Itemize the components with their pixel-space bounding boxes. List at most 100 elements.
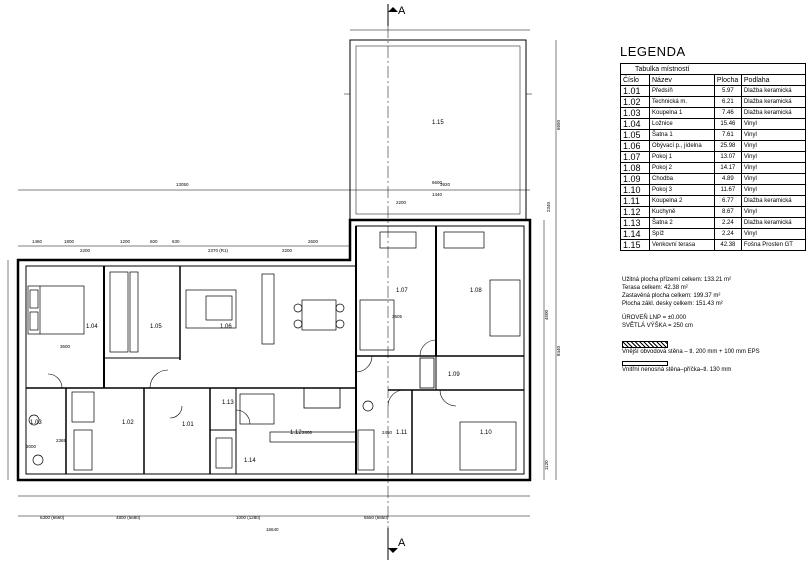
room-label-1.11: 1.11 (396, 430, 408, 436)
inner-wall-text: Vnitřní nenosná stěna–příčka–tl. 130 mm (622, 367, 732, 373)
room-label-1.02: 1.02 (122, 420, 134, 426)
room-name: Koupelna 2 (649, 195, 715, 207)
washbasin-icon (28, 414, 40, 426)
bed-room1-icon (359, 299, 395, 351)
dim-overall-bottom: 16640 (266, 527, 279, 532)
col-number: Číslo (620, 74, 650, 86)
area-summary: Užitná plocha přízemí celkem: 133.21 m² … (622, 276, 760, 374)
room-floor: Dlažba keramická (740, 195, 807, 207)
col-name: Název (649, 74, 715, 86)
dim-misc-8: 1440 (432, 192, 443, 197)
building-outline (16, 218, 532, 482)
room-name: Pokoj 3 (649, 184, 715, 196)
room-name: Pokoj 2 (649, 162, 715, 174)
interior-walls (26, 226, 524, 474)
section-label-top: A (398, 5, 406, 17)
room-label-1.07: 1.07 (396, 288, 408, 294)
room-label-1.14: 1.14 (244, 458, 256, 464)
legend-title: LEGENDA (620, 44, 686, 59)
room-table: Tabulka místností Číslo Název Plocha Pod… (620, 63, 807, 251)
room-name: Technická m. (649, 96, 715, 108)
room-area: 6.77 (713, 195, 742, 207)
dim-right-3: 1120 (544, 460, 549, 470)
slab-area: Plocha zákl. desky celkem: 151.43 m² (622, 301, 723, 307)
room-floor: Dlažba keramická (740, 217, 807, 229)
dim-terrace-width: 6600 (432, 180, 443, 185)
dim-misc-6: 2800 (302, 430, 313, 435)
dim-terrace-depth: 6650 (556, 119, 561, 130)
furniture (27, 231, 521, 471)
room-name: Spíž (649, 228, 715, 240)
dim-top-3: 1200 (120, 239, 131, 244)
room-number: 1.01 (620, 85, 650, 97)
outer-wall-text: Vnější obvodová stěna – tl. 200 mm + 100… (622, 349, 760, 355)
room-floor: Fošna Prosten GT (740, 239, 807, 251)
room-name: Předsíň (649, 85, 715, 97)
room-name: Obývací p., jídelna (649, 140, 715, 152)
double-bed-icon (27, 285, 85, 335)
bathtub-icon (357, 429, 375, 471)
toilet-icon (362, 400, 374, 412)
room-name: Šatna 1 (649, 129, 715, 141)
dim-right-0: 2340 (546, 201, 551, 212)
dim-top-1: 1800 (64, 239, 75, 244)
bed-room3-icon (459, 421, 517, 471)
door-swings (47, 339, 457, 425)
room-label-1.09: 1.09 (448, 372, 460, 378)
room-number: 1.05 (620, 129, 650, 141)
room-number: 1.13 (620, 217, 650, 229)
room-label-1.12: 1.12 (290, 430, 302, 436)
terrace-area: Terasa celkem: 42.38 m² (622, 285, 688, 291)
room-table-caption: Tabulka místností (620, 63, 806, 75)
room-label-1.04: 1.04 (86, 324, 98, 330)
legend-panel: LEGENDA Tabulka místností Číslo Název Pl… (620, 44, 810, 251)
room-name: Pokoj 1 (649, 151, 715, 163)
bathtub-icon (73, 429, 93, 471)
sofa-icon (185, 289, 237, 329)
room-floor: Vinyl (740, 162, 807, 174)
section-mark-bottom: A (387, 528, 406, 560)
dim-misc-4: 3000 (26, 444, 37, 449)
room-area: 5.97 (713, 85, 742, 97)
room-name: Koupelna 1 (649, 107, 715, 119)
dim-misc-3: 3505 (392, 314, 403, 319)
room-number: 1.11 (620, 195, 650, 207)
room-area: 11.67 (713, 184, 742, 196)
dimension-lines (7, 29, 557, 517)
dim-top-2: 2200 (80, 248, 91, 253)
room-floor: Dlažba keramická (740, 85, 807, 97)
col-area: Plocha (713, 74, 742, 86)
shelving-icon (239, 393, 275, 425)
room-number: 1.14 (620, 228, 650, 240)
room-floor: Dlažba keramická (740, 96, 807, 108)
room-area: 7.46 (713, 107, 742, 119)
room-area: 42.38 (713, 239, 742, 251)
dim-misc-7: 2450 (382, 430, 393, 435)
room-name: Kuchyně (649, 206, 715, 218)
clear-height: SVĚTLÁ VÝŠKA = 250 cm (622, 323, 693, 329)
room-labels: 1.01 1.02 1.03 1.04 1.05 1.06 1.07 1.08 … (30, 120, 492, 464)
toilet-icon (32, 454, 44, 466)
col-floor: Podlaha (740, 74, 807, 86)
room-name: Ložnice (649, 118, 715, 130)
desk-icon (443, 231, 485, 249)
room-floor: Vinyl (740, 173, 807, 185)
dim-right-2: 8440 (556, 345, 561, 356)
section-label-bottom: A (398, 537, 406, 549)
room-floor: Vinyl (740, 118, 807, 130)
room-label-1.06: 1.06 (220, 324, 232, 330)
room-label-1.13: 1.13 (222, 400, 234, 406)
kitchen-counter (269, 431, 357, 443)
dim-top-8: 2200 (282, 248, 293, 253)
room-number: 1.03 (620, 107, 650, 119)
room-area: 4.89 (713, 173, 742, 185)
